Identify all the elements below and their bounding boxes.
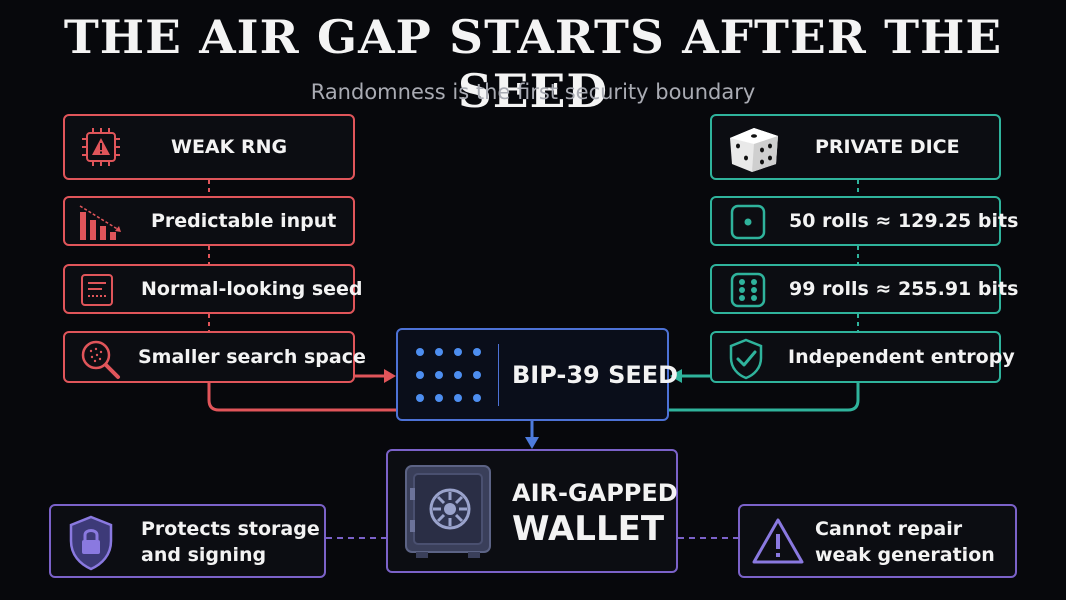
protects-storage-line1: Protects storage bbox=[141, 518, 320, 540]
ninety-nine-rolls-label: 99 rolls ≈ 255.91 bits bbox=[789, 278, 1019, 300]
dice-icon bbox=[730, 128, 778, 172]
bip39-seed-label: BIP-39 SEED bbox=[512, 360, 679, 389]
bip39-seed-box: BIP-39 SEED bbox=[396, 328, 678, 421]
weak-rng-label: WEAK RNG bbox=[171, 136, 288, 158]
die-six-icon bbox=[730, 272, 766, 308]
normal-looking-seed-label: Normal-looking seed bbox=[141, 278, 363, 300]
protects-storage-line2: and signing bbox=[141, 544, 267, 566]
fifty-rolls-label: 50 rolls ≈ 129.25 bits bbox=[789, 210, 1019, 232]
private-dice-label: PRIVATE DICE bbox=[815, 136, 960, 158]
magnifier-icon bbox=[81, 340, 120, 379]
predictable-input-box: Predictable input bbox=[63, 196, 355, 246]
wallet-line2: WALLET bbox=[512, 509, 665, 549]
air-gapped-wallet-box: AIR-GAPPED WALLET bbox=[386, 449, 678, 573]
seed-grid-icon bbox=[416, 348, 481, 402]
wallet-line1: AIR-GAPPED bbox=[512, 479, 678, 507]
declining-bar-chart-icon bbox=[79, 205, 121, 240]
document-list-icon bbox=[81, 274, 113, 306]
shield-lock-icon bbox=[69, 515, 113, 571]
die-one-icon bbox=[730, 204, 766, 240]
cannot-repair-line2: weak generation bbox=[815, 544, 995, 566]
independent-entropy-label: Independent entropy bbox=[788, 346, 1015, 368]
ninety-nine-rolls-box: 99 rolls ≈ 255.91 bits bbox=[710, 264, 1018, 314]
protects-storage-box: Protects storage and signing bbox=[49, 504, 326, 578]
cannot-repair-line1: Cannot repair bbox=[815, 518, 963, 540]
smaller-search-space-label: Smaller search space bbox=[138, 346, 366, 368]
fifty-rolls-box: 50 rolls ≈ 129.25 bits bbox=[710, 196, 1018, 246]
page-subtitle: Randomness is the first security boundar… bbox=[310, 80, 756, 104]
safe-icon bbox=[405, 465, 491, 558]
page-title: THE AIR GAP STARTS AFTER THE SEED bbox=[63, 10, 1003, 118]
predictable-input-label: Predictable input bbox=[151, 210, 337, 232]
seed-divider bbox=[498, 344, 499, 406]
weak-rng-box: WEAK RNG bbox=[63, 114, 355, 180]
independent-entropy-box: Independent entropy bbox=[710, 331, 1015, 383]
private-dice-box: PRIVATE DICE bbox=[710, 114, 1001, 180]
normal-looking-seed-box: Normal-looking seed bbox=[63, 264, 363, 314]
shield-check-icon bbox=[729, 338, 763, 380]
cannot-repair-box: Cannot repair weak generation bbox=[738, 504, 1017, 578]
chip-warning-icon bbox=[82, 128, 120, 166]
warning-triangle-icon bbox=[752, 518, 804, 564]
smaller-search-space-box: Smaller search space bbox=[63, 331, 366, 383]
